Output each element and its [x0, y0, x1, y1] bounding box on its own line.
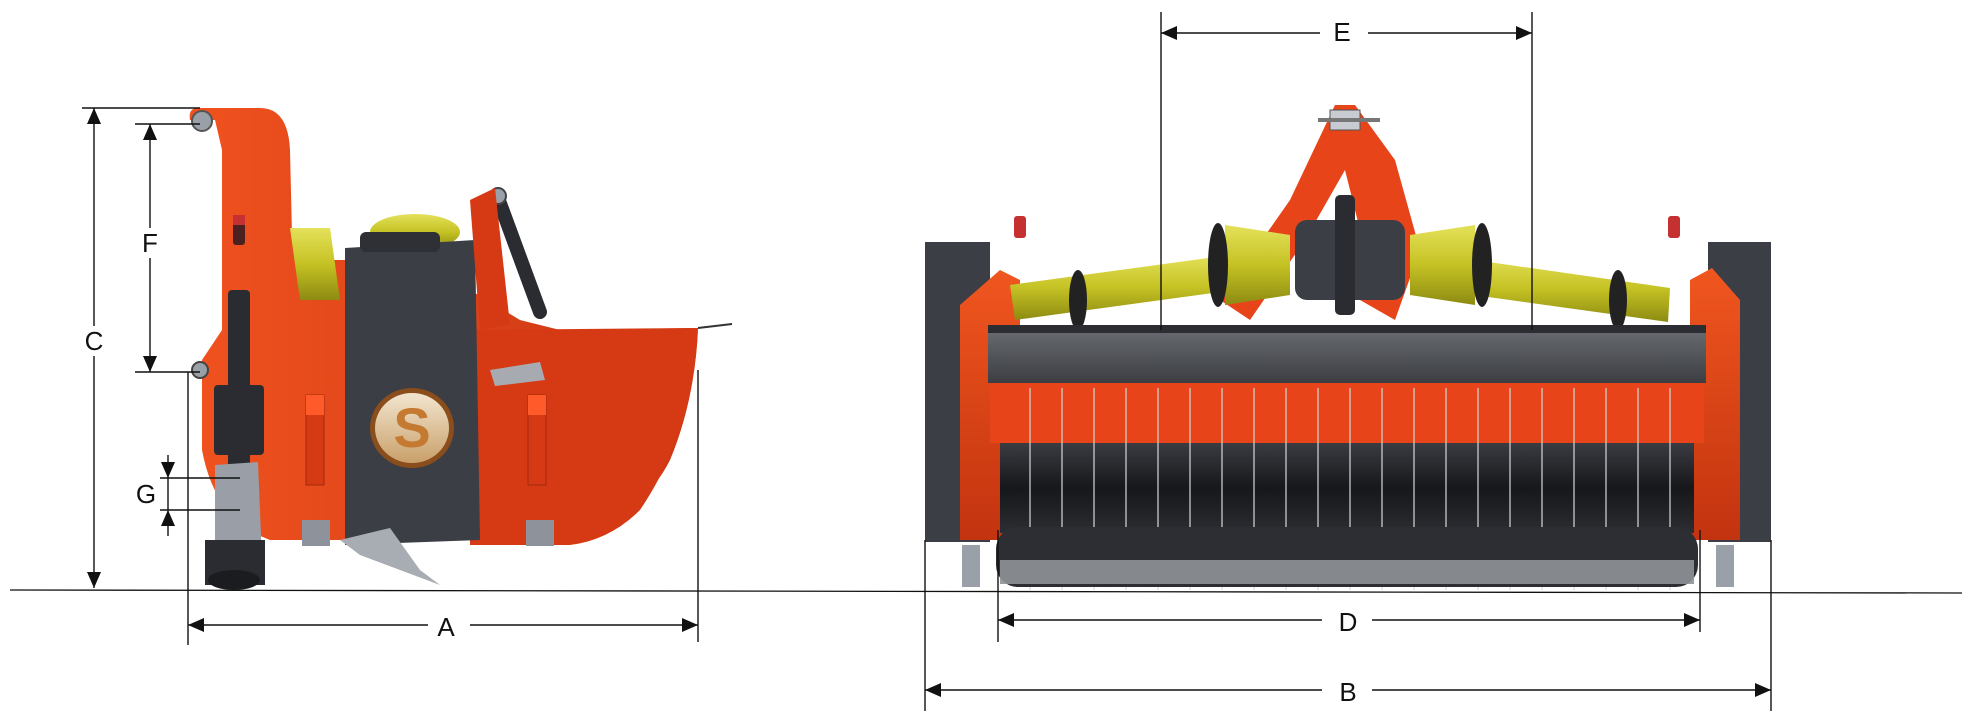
- label-b: B: [1339, 677, 1356, 707]
- dimension-e: E: [1160, 12, 1533, 330]
- logo-letter: S: [393, 396, 430, 459]
- front-view-machine: [925, 105, 1771, 590]
- dimension-f: F: [134, 123, 200, 373]
- side-view-machine: S: [189, 108, 733, 590]
- label-d: D: [1339, 607, 1358, 637]
- brand-logo: S: [370, 388, 454, 468]
- label-a: A: [437, 612, 455, 642]
- ground-line: [9, 589, 1962, 594]
- label-e: E: [1333, 17, 1350, 47]
- dimension-b: B: [924, 540, 1772, 711]
- dimension-c: C: [78, 107, 200, 588]
- dimension-d: D: [997, 530, 1701, 642]
- dimension-g: G: [136, 455, 240, 536]
- label-c: C: [85, 326, 104, 356]
- dimension-a: A: [187, 370, 699, 645]
- label-f: F: [142, 228, 158, 258]
- label-g: G: [136, 479, 156, 509]
